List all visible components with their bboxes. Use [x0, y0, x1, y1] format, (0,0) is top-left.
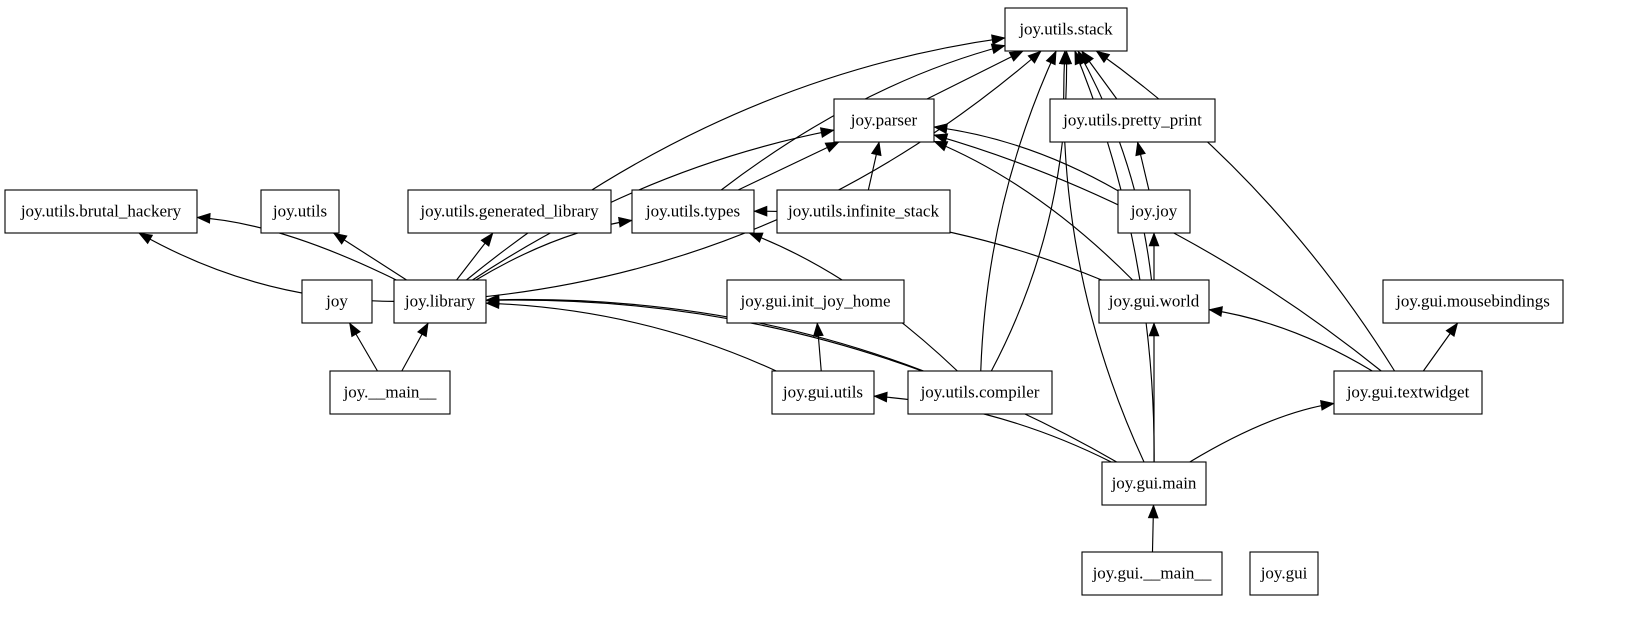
node-joy.gui.init_joy_home[interactable]: joy.gui.init_joy_home	[726, 279, 905, 324]
edge-arrowhead	[873, 391, 888, 403]
edge-arrowhead	[196, 212, 211, 224]
edge-arrowhead	[1074, 50, 1085, 66]
edge-joy.gui.utils-to-joy.library	[485, 302, 777, 372]
node-joy.__main__[interactable]: joy.__main__	[329, 370, 451, 415]
node-box[interactable]	[771, 370, 875, 415]
node-joy.utils.compiler[interactable]: joy.utils.compiler	[907, 370, 1053, 415]
edges-layer	[138, 34, 1459, 553]
edge-arrowhead	[1135, 141, 1146, 157]
edge-arrowhead	[1095, 50, 1111, 64]
edge-joy.gui.world-to-joy.parser	[933, 140, 1134, 281]
node-box[interactable]	[1004, 7, 1128, 52]
edge-arrowhead	[485, 294, 500, 306]
edge-arrowhead	[618, 216, 633, 228]
node-box[interactable]	[1117, 189, 1191, 234]
node-box[interactable]	[301, 279, 373, 324]
node-box[interactable]	[776, 189, 951, 234]
node-box[interactable]	[1382, 279, 1564, 324]
edge-arrowhead	[1320, 399, 1335, 411]
node-joy.utils.brutal_hackery[interactable]: joy.utils.brutal_hackery	[4, 189, 198, 234]
node-joy.gui.main[interactable]: joy.gui.main	[1101, 461, 1207, 506]
edge-arrowhead	[1045, 50, 1057, 66]
node-joy.utils.types[interactable]: joy.utils.types	[631, 189, 755, 234]
edge-arrowhead	[824, 141, 840, 153]
node-joy.gui.utils[interactable]: joy.gui.utils	[771, 370, 875, 415]
node-box[interactable]	[833, 98, 935, 143]
node-joy.gui[interactable]: joy.gui	[1249, 551, 1319, 596]
edge-arrowhead	[1008, 50, 1024, 62]
edge-joy.utils.compiler-to-joy.utils.stack	[990, 50, 1068, 372]
node-box[interactable]	[1101, 461, 1207, 506]
edge-joy.library-to-joy.utils.stack	[485, 50, 1042, 298]
node-joy.joy[interactable]: joy.joy	[1117, 189, 1191, 234]
edge-arrowhead	[819, 127, 835, 138]
edge-joy.gui.main-to-joy.gui.utils	[873, 395, 1112, 463]
edge-arrowhead	[1208, 306, 1223, 317]
node-box[interactable]	[260, 189, 340, 234]
edge-joy.gui.world-to-joy.utils.stack	[1077, 50, 1153, 281]
edge-joy.utils.compiler-to-joy.utils.stack	[980, 50, 1057, 372]
node-box[interactable]	[4, 189, 198, 234]
node-joy.gui.textwidget[interactable]: joy.gui.textwidget	[1333, 370, 1483, 415]
edge-arrowhead	[1027, 50, 1042, 64]
edge-arrowhead	[870, 141, 882, 157]
node-box[interactable]	[1098, 279, 1210, 324]
edge-joy.library-to-joy.utils.types	[475, 219, 633, 281]
edge-joy.gui.main-to-joy.library	[485, 299, 1117, 463]
node-box[interactable]	[407, 189, 612, 234]
node-joy.gui.mousebindings[interactable]: joy.gui.mousebindings	[1382, 279, 1564, 324]
node-joy.utils[interactable]: joy.utils	[260, 189, 340, 234]
node-joy.gui.__main__[interactable]: joy.gui.__main__	[1081, 551, 1223, 596]
node-box[interactable]	[393, 279, 487, 324]
node-joy.utils.pretty_print[interactable]: joy.utils.pretty_print	[1049, 98, 1216, 143]
edge-arrowhead	[933, 123, 948, 135]
edge-arrowhead	[748, 232, 764, 243]
node-joy.parser[interactable]: joy.parser	[833, 98, 935, 143]
edge-arrowhead	[332, 232, 348, 245]
edge-joy.joy-to-joy.parser	[933, 126, 1119, 192]
node-joy.utils.generated_library[interactable]: joy.utils.generated_library	[407, 189, 612, 234]
node-joy.utils.stack[interactable]: joy.utils.stack	[1004, 7, 1128, 52]
edge-arrowhead	[1445, 322, 1459, 337]
edge-joy.library-to-joy.utils.brutal_hackery	[196, 216, 397, 281]
edge-joy.gui.main-to-joy.gui.textwidget	[1189, 402, 1335, 463]
edge-arrowhead	[138, 232, 154, 245]
node-box[interactable]	[631, 189, 755, 234]
node-joy.library[interactable]: joy.library	[393, 279, 487, 324]
edge-arrowhead	[753, 205, 768, 217]
node-box[interactable]	[907, 370, 1053, 415]
edge-arrowhead	[991, 34, 1006, 46]
edge-arrowhead	[1148, 322, 1160, 337]
edge-joy.gui.textwidget-to-joy.gui.world	[1208, 309, 1373, 372]
node-joy.utils.infinite_stack[interactable]: joy.utils.infinite_stack	[776, 189, 951, 234]
edge-arrowhead	[1147, 504, 1159, 519]
node-joy[interactable]: joy	[301, 279, 373, 324]
edge-joy.utils.compiler-to-joy.library	[485, 298, 924, 372]
node-box[interactable]	[1249, 551, 1319, 596]
edge-arrowhead	[417, 322, 429, 338]
node-joy.gui.world[interactable]: joy.gui.world	[1098, 279, 1210, 324]
node-box[interactable]	[1081, 551, 1223, 596]
edge-arrowhead	[933, 140, 949, 152]
node-box[interactable]	[1333, 370, 1483, 415]
edge-joy.library-to-joy.parser	[472, 129, 835, 281]
edge-joy.gui.textwidget-to-joy.utils.stack	[1095, 50, 1396, 372]
node-box[interactable]	[329, 370, 451, 415]
edge-arrowhead	[480, 232, 494, 247]
edge-arrowhead	[990, 43, 1006, 55]
edge-arrowhead	[933, 133, 949, 144]
edge-joy.parser-to-joy.utils.stack	[926, 50, 1024, 100]
edge-arrowhead	[1058, 50, 1070, 65]
node-box[interactable]	[1049, 98, 1216, 143]
edge-arrowhead	[812, 322, 824, 337]
nodes-layer: joy.utils.stack joy.parser joy.utils.prett…	[4, 7, 1564, 596]
edge-arrowhead	[349, 322, 361, 338]
node-box[interactable]	[726, 279, 905, 324]
edge-arrowhead	[1148, 232, 1160, 247]
